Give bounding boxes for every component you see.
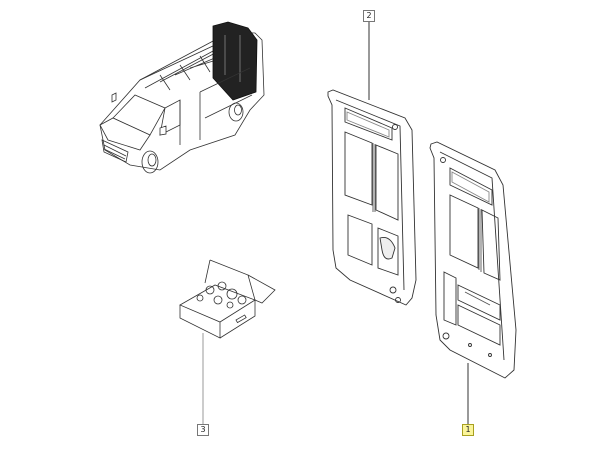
callout-1-highlighted[interactable]: 1 bbox=[462, 424, 474, 436]
callout-2[interactable]: 2 bbox=[363, 10, 375, 22]
van-overview bbox=[99, 21, 265, 174]
fittings-kit-drawing bbox=[179, 259, 276, 339]
rear-door-right-drawing bbox=[429, 141, 517, 379]
rear-door-left-drawing bbox=[327, 89, 417, 306]
callout-3[interactable]: 3 bbox=[197, 424, 209, 436]
